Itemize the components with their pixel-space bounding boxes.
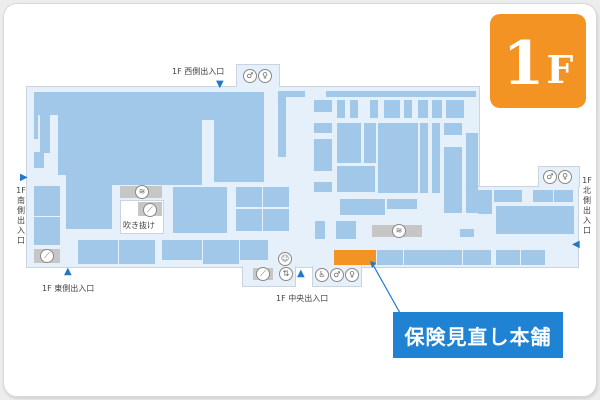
store-block[interactable]	[378, 123, 418, 193]
floor-number: 1	[502, 29, 545, 99]
store-block[interactable]	[240, 240, 268, 260]
escalator-icon: ⟋	[143, 203, 157, 217]
store-block[interactable]	[350, 100, 358, 118]
atrium-label: 吹き抜け	[123, 221, 155, 230]
store-block[interactable]	[119, 240, 155, 264]
store-block[interactable]	[377, 250, 403, 265]
store-block[interactable]	[404, 250, 462, 265]
store-block[interactable]	[337, 166, 375, 192]
floor-badge: 1 F	[490, 14, 586, 108]
store-block[interactable]	[203, 240, 239, 264]
west-entrance-label: 1F 西側出入口	[172, 67, 225, 76]
restroom-male-icon: ♂	[330, 268, 344, 282]
store-block[interactable]	[370, 100, 378, 118]
store-block[interactable]	[494, 190, 522, 202]
store-callout-label[interactable]: 保険見直し本舗	[393, 312, 563, 358]
store-block[interactable]	[432, 100, 442, 118]
store-block[interactable]	[463, 250, 491, 265]
store-block[interactable]	[337, 100, 345, 118]
store-block[interactable]	[384, 100, 400, 118]
store-block[interactable]	[444, 147, 462, 213]
baby-room-icon: ☺	[278, 252, 292, 266]
store-block[interactable]	[444, 123, 462, 135]
store-block[interactable]	[236, 187, 262, 207]
store-block[interactable]	[326, 91, 476, 97]
restroom-male-icon: ♂	[543, 170, 557, 184]
store-block[interactable]	[387, 199, 417, 209]
store-block[interactable]	[466, 133, 478, 213]
elevator-icon: ⇅	[279, 267, 293, 281]
store-block[interactable]	[278, 91, 286, 157]
store-block[interactable]	[340, 199, 385, 215]
store-block[interactable]	[40, 115, 50, 153]
store-block[interactable]	[554, 190, 573, 202]
store-block[interactable]	[112, 175, 202, 185]
store-block[interactable]	[34, 152, 44, 168]
store-block[interactable]	[58, 115, 202, 175]
store-block[interactable]	[34, 217, 60, 245]
accessible-restroom-icon: ♿	[315, 268, 329, 282]
store-block[interactable]	[263, 187, 289, 207]
store-block[interactable]	[78, 240, 118, 264]
store-block[interactable]	[460, 229, 474, 237]
store-block[interactable]	[314, 100, 332, 112]
store-block[interactable]	[478, 190, 492, 214]
store-block[interactable]	[418, 100, 428, 118]
central-entrance-arrow-icon[interactable]: ▲	[297, 268, 305, 279]
store-block[interactable]	[162, 240, 202, 260]
west-entrance-arrow-icon[interactable]: ▼	[216, 79, 224, 90]
store-block[interactable]	[202, 92, 264, 120]
store-block[interactable]	[446, 100, 464, 118]
target-store-highlight[interactable]	[334, 250, 376, 265]
escalator-icon: ⟋	[40, 249, 54, 263]
store-block[interactable]	[404, 100, 412, 118]
east-entrance-arrow-icon[interactable]: ▲	[64, 266, 72, 277]
stairs-icon: ≋	[392, 224, 406, 238]
store-block[interactable]	[173, 187, 227, 233]
store-block[interactable]	[432, 123, 440, 193]
restroom-female-icon: ♀	[345, 268, 359, 282]
central-entrance-label: 1F 中央出入口	[276, 294, 329, 303]
restroom-female-icon: ♀	[558, 170, 572, 184]
north-entrance-arrow-icon[interactable]: ◀	[572, 239, 580, 250]
south-entrance-arrow-icon[interactable]: ▶	[20, 172, 28, 183]
south-entrance-label: 1F南側出入口	[16, 186, 26, 245]
north-entrance-label: 1F北側出入口	[582, 176, 592, 235]
restroom-male-icon: ♂	[243, 69, 257, 83]
east-entrance-label: 1F 東側出入口	[42, 284, 95, 293]
store-block[interactable]	[314, 182, 332, 192]
store-block[interactable]	[34, 115, 38, 139]
store-block[interactable]	[496, 206, 574, 234]
store-block[interactable]	[315, 221, 325, 239]
store-block[interactable]	[364, 123, 376, 163]
floor-letter: F	[546, 47, 574, 92]
store-block[interactable]	[263, 209, 289, 231]
store-block[interactable]	[420, 123, 428, 193]
stairs-icon: ≋	[135, 185, 149, 199]
store-block[interactable]	[214, 120, 264, 182]
store-block[interactable]	[34, 186, 60, 216]
store-block[interactable]	[533, 190, 553, 202]
store-block[interactable]	[34, 92, 202, 115]
store-block[interactable]	[314, 123, 332, 133]
store-block[interactable]	[278, 91, 305, 97]
store-block[interactable]	[337, 123, 361, 163]
escalator-icon: ⟋	[256, 267, 270, 281]
restroom-female-icon: ♀	[258, 69, 272, 83]
store-block[interactable]	[66, 175, 112, 229]
store-block[interactable]	[496, 250, 520, 265]
store-block[interactable]	[521, 250, 545, 265]
store-block[interactable]	[336, 221, 356, 239]
store-block[interactable]	[236, 209, 262, 231]
store-block[interactable]	[314, 139, 332, 171]
